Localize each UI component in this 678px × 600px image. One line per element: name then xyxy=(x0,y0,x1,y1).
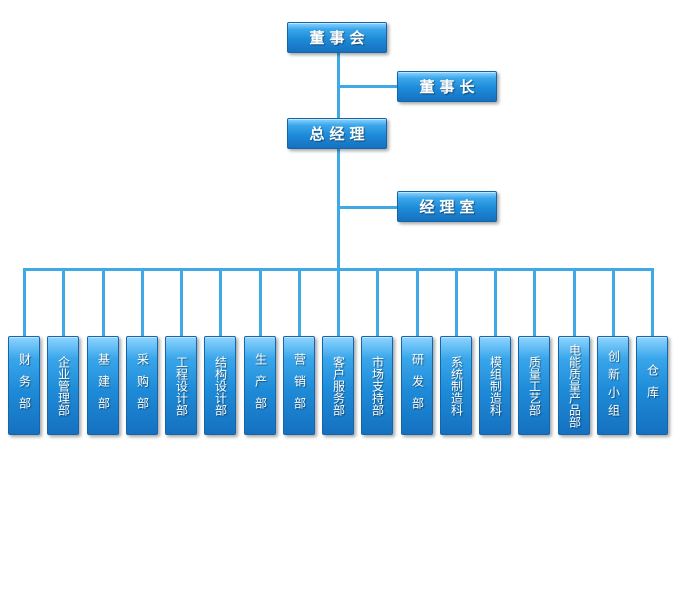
department-label: 采购部 xyxy=(135,352,150,419)
department-label: 系统制造科 xyxy=(449,355,464,416)
department-label: 营销部 xyxy=(292,352,307,419)
department-box[interactable]: 仓库 xyxy=(636,336,668,435)
department-drop-line xyxy=(611,268,615,336)
department-label: 生产部 xyxy=(253,352,268,419)
connector-chairman xyxy=(337,85,398,88)
department-label: 客户服务部 xyxy=(331,355,346,416)
department-drop-line xyxy=(493,268,497,336)
department-box[interactable]: 企业管理部 xyxy=(47,336,79,435)
department-label: 研发部 xyxy=(410,352,425,419)
department-drop-line xyxy=(179,268,183,336)
department-box[interactable]: 工程设计部 xyxy=(165,336,197,435)
department-label: 质量工艺部 xyxy=(527,355,542,416)
department-label: 创新小组 xyxy=(606,349,621,422)
department-drop-line xyxy=(22,268,26,336)
department-box[interactable]: 系统制造科 xyxy=(440,336,472,435)
department-drop-line xyxy=(101,268,105,336)
department-label: 电能质量产品部 xyxy=(567,343,582,428)
department-label: 财务部 xyxy=(17,352,32,419)
department-drop-line xyxy=(572,268,576,336)
department-box[interactable]: 市场支持部 xyxy=(361,336,393,435)
department-drop-line xyxy=(454,268,458,336)
department-drop-line xyxy=(415,268,419,336)
manager-office-box[interactable]: 经理室 xyxy=(397,191,497,222)
department-label: 工程设计部 xyxy=(174,355,189,416)
board-label: 董事会 xyxy=(309,29,370,47)
department-box[interactable]: 生产部 xyxy=(244,336,276,435)
department-drop-line xyxy=(532,268,536,336)
department-box[interactable]: 财务部 xyxy=(8,336,40,435)
department-drop-line xyxy=(650,268,654,336)
general-manager-label: 总经理 xyxy=(309,125,370,143)
department-drop-line xyxy=(258,268,262,336)
department-drop-line xyxy=(140,268,144,336)
chairman-box[interactable]: 董事长 xyxy=(397,71,497,102)
department-label: 仓库 xyxy=(645,363,660,408)
department-box[interactable]: 创新小组 xyxy=(597,336,629,435)
department-box[interactable]: 模组制造科 xyxy=(479,336,511,435)
general-manager-box[interactable]: 总经理 xyxy=(287,118,387,149)
connector-office xyxy=(337,206,398,209)
department-box[interactable]: 电能质量产品部 xyxy=(558,336,590,435)
connector-gm-bus xyxy=(337,149,340,270)
department-label: 企业管理部 xyxy=(56,355,71,416)
department-drop-line xyxy=(336,268,340,336)
department-box[interactable]: 客户服务部 xyxy=(322,336,354,435)
department-drop-line xyxy=(297,268,301,336)
department-box[interactable]: 质量工艺部 xyxy=(518,336,550,435)
department-box[interactable]: 结构设计部 xyxy=(204,336,236,435)
board-box[interactable]: 董事会 xyxy=(287,22,387,53)
department-label: 结构设计部 xyxy=(213,355,228,416)
department-box[interactable]: 营销部 xyxy=(283,336,315,435)
department-box[interactable]: 采购部 xyxy=(126,336,158,435)
department-box[interactable]: 研发部 xyxy=(401,336,433,435)
department-drop-line xyxy=(61,268,65,336)
department-drop-line xyxy=(218,268,222,336)
department-label: 基建部 xyxy=(96,352,111,419)
department-drop-line xyxy=(375,268,379,336)
department-label: 市场支持部 xyxy=(370,355,385,416)
manager-office-label: 经理室 xyxy=(419,198,480,216)
department-label: 模组制造科 xyxy=(488,355,503,416)
chairman-label: 董事长 xyxy=(419,78,480,96)
department-box[interactable]: 基建部 xyxy=(87,336,119,435)
